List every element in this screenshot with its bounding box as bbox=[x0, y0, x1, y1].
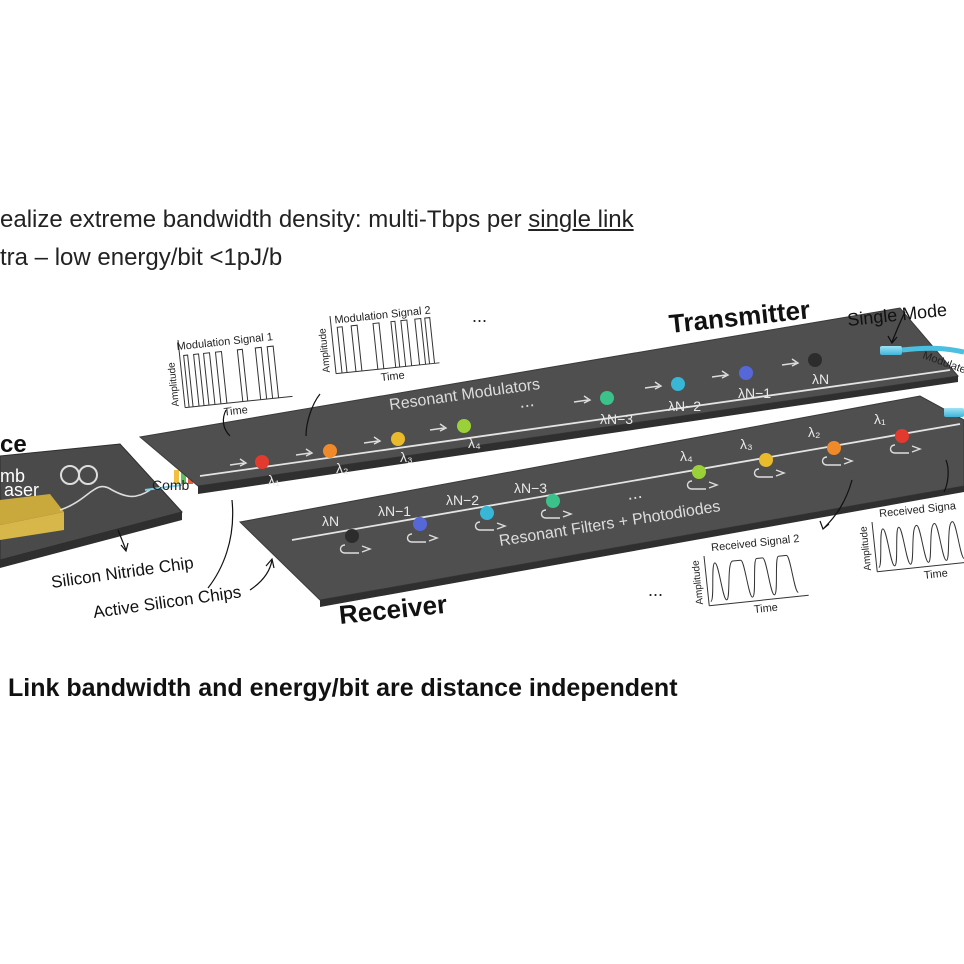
tx-lambda-label: λ₁ bbox=[268, 472, 280, 488]
tx-lambda-label: λ₃ bbox=[400, 449, 413, 465]
rx-lambda-label: λ₂ bbox=[808, 424, 820, 440]
modulator-ring bbox=[295, 444, 337, 458]
plot-amplitude-label: Amplitude bbox=[166, 361, 182, 407]
modulator-ring bbox=[711, 366, 753, 380]
filter-ring bbox=[339, 529, 372, 554]
plot-time-label: Time bbox=[223, 404, 248, 418]
modulator-ring bbox=[363, 432, 405, 446]
tx-wavelength-labels: λ₁ λ₂ λ₃ λ₄ λN−3 λN−2 λN−1 λN bbox=[268, 371, 829, 488]
tx-lambda-label: λN bbox=[812, 371, 829, 387]
tx-lambda-label: λN−3 bbox=[600, 411, 633, 427]
comb-label: Comb bbox=[152, 477, 190, 493]
rx-lambda-label: λ₁ bbox=[874, 411, 886, 427]
bullet-line-2: tra – low energy/bit <1pJ/b bbox=[0, 244, 283, 271]
source-label-fragment: ce bbox=[0, 431, 27, 458]
plot-amplitude-label: Amplitude bbox=[690, 559, 706, 605]
tx-lambda-label: λ₄ bbox=[468, 435, 481, 451]
rx-lambda-label: λN bbox=[322, 513, 339, 529]
bullet-line-1: ealize extreme bandwidth density: multi-… bbox=[0, 206, 634, 234]
tx-lambda-label: λ₂ bbox=[336, 460, 348, 476]
tx-ellipsis: ... bbox=[518, 390, 536, 412]
comb-laser-label-2: aser bbox=[4, 480, 39, 500]
bullet-line-1-text: ealize extreme bandwidth density: multi-… bbox=[0, 206, 529, 233]
active-silicon-chips-label: Active Silicon Chips bbox=[92, 582, 242, 622]
received-signal-1-plot: Received Signa Time Amplitude bbox=[858, 500, 964, 582]
modulator-ring bbox=[644, 377, 685, 391]
rx-lambda-label: λ₄ bbox=[680, 448, 693, 464]
plots-ellipsis: ... bbox=[472, 306, 487, 326]
received-ellipsis: ... bbox=[648, 580, 663, 600]
single-link-text: single link bbox=[528, 206, 634, 233]
filter-ring bbox=[821, 441, 854, 466]
plot-time-label: Time bbox=[753, 602, 778, 616]
modulator-ring bbox=[781, 353, 822, 367]
rx-lambda-label: λN−3 bbox=[514, 480, 547, 496]
plot-title: Modulation Signal 1 bbox=[176, 331, 273, 353]
rx-filters bbox=[339, 429, 922, 554]
modulator-ring bbox=[229, 455, 269, 469]
plot-time-label: Time bbox=[923, 567, 948, 581]
comb-laser-chip: mb aser bbox=[0, 443, 183, 568]
rx-wavelength-labels: λN λN−1 λN−2 λN−3 λ₄ λ₃ λ₂ λ₁ bbox=[322, 411, 886, 529]
filter-ring bbox=[474, 506, 507, 531]
filter-ring bbox=[406, 517, 439, 543]
rx-lambda-label: λ₃ bbox=[740, 436, 753, 452]
rx-ellipsis: ... bbox=[625, 482, 643, 504]
rx-lambda-label: λN−2 bbox=[446, 492, 479, 508]
filter-ring bbox=[540, 494, 573, 519]
transmitter-board bbox=[138, 307, 959, 494]
plot-amplitude-label: Amplitude bbox=[858, 525, 874, 571]
tx-modulators bbox=[229, 353, 822, 469]
rx-lambda-label: λN−1 bbox=[378, 503, 411, 519]
modulator-ring bbox=[429, 419, 471, 433]
filter-ring bbox=[753, 453, 786, 478]
filter-ring bbox=[889, 429, 922, 454]
modulation-signal-1-plot: Modulation Signal 1 Time Amplitude bbox=[166, 331, 293, 419]
plot-title: Received Signal 2 bbox=[711, 533, 800, 554]
modulation-signal-2-plot: Modulation Signal 2 Time Amplitude bbox=[317, 304, 440, 384]
received-signal-2-plot: Received Signal 2 Time Amplitude bbox=[690, 533, 809, 616]
plot-title: Modulation Signal 2 bbox=[334, 304, 431, 326]
receiver-board bbox=[238, 395, 964, 607]
modulator-ring bbox=[573, 391, 614, 405]
comb-laser-label-1: mb bbox=[0, 466, 25, 486]
tx-lambda-label: λN−2 bbox=[668, 398, 701, 414]
plot-time-label: Time bbox=[380, 370, 405, 384]
tx-lambda-label: λN−1 bbox=[738, 385, 771, 401]
filter-ring bbox=[686, 465, 719, 490]
silicon-nitride-chip-label: Silicon Nitride Chip bbox=[50, 553, 195, 592]
plot-amplitude-label: Amplitude bbox=[317, 327, 333, 373]
footer-statement: Link bandwidth and energy/bit are distan… bbox=[8, 674, 678, 702]
